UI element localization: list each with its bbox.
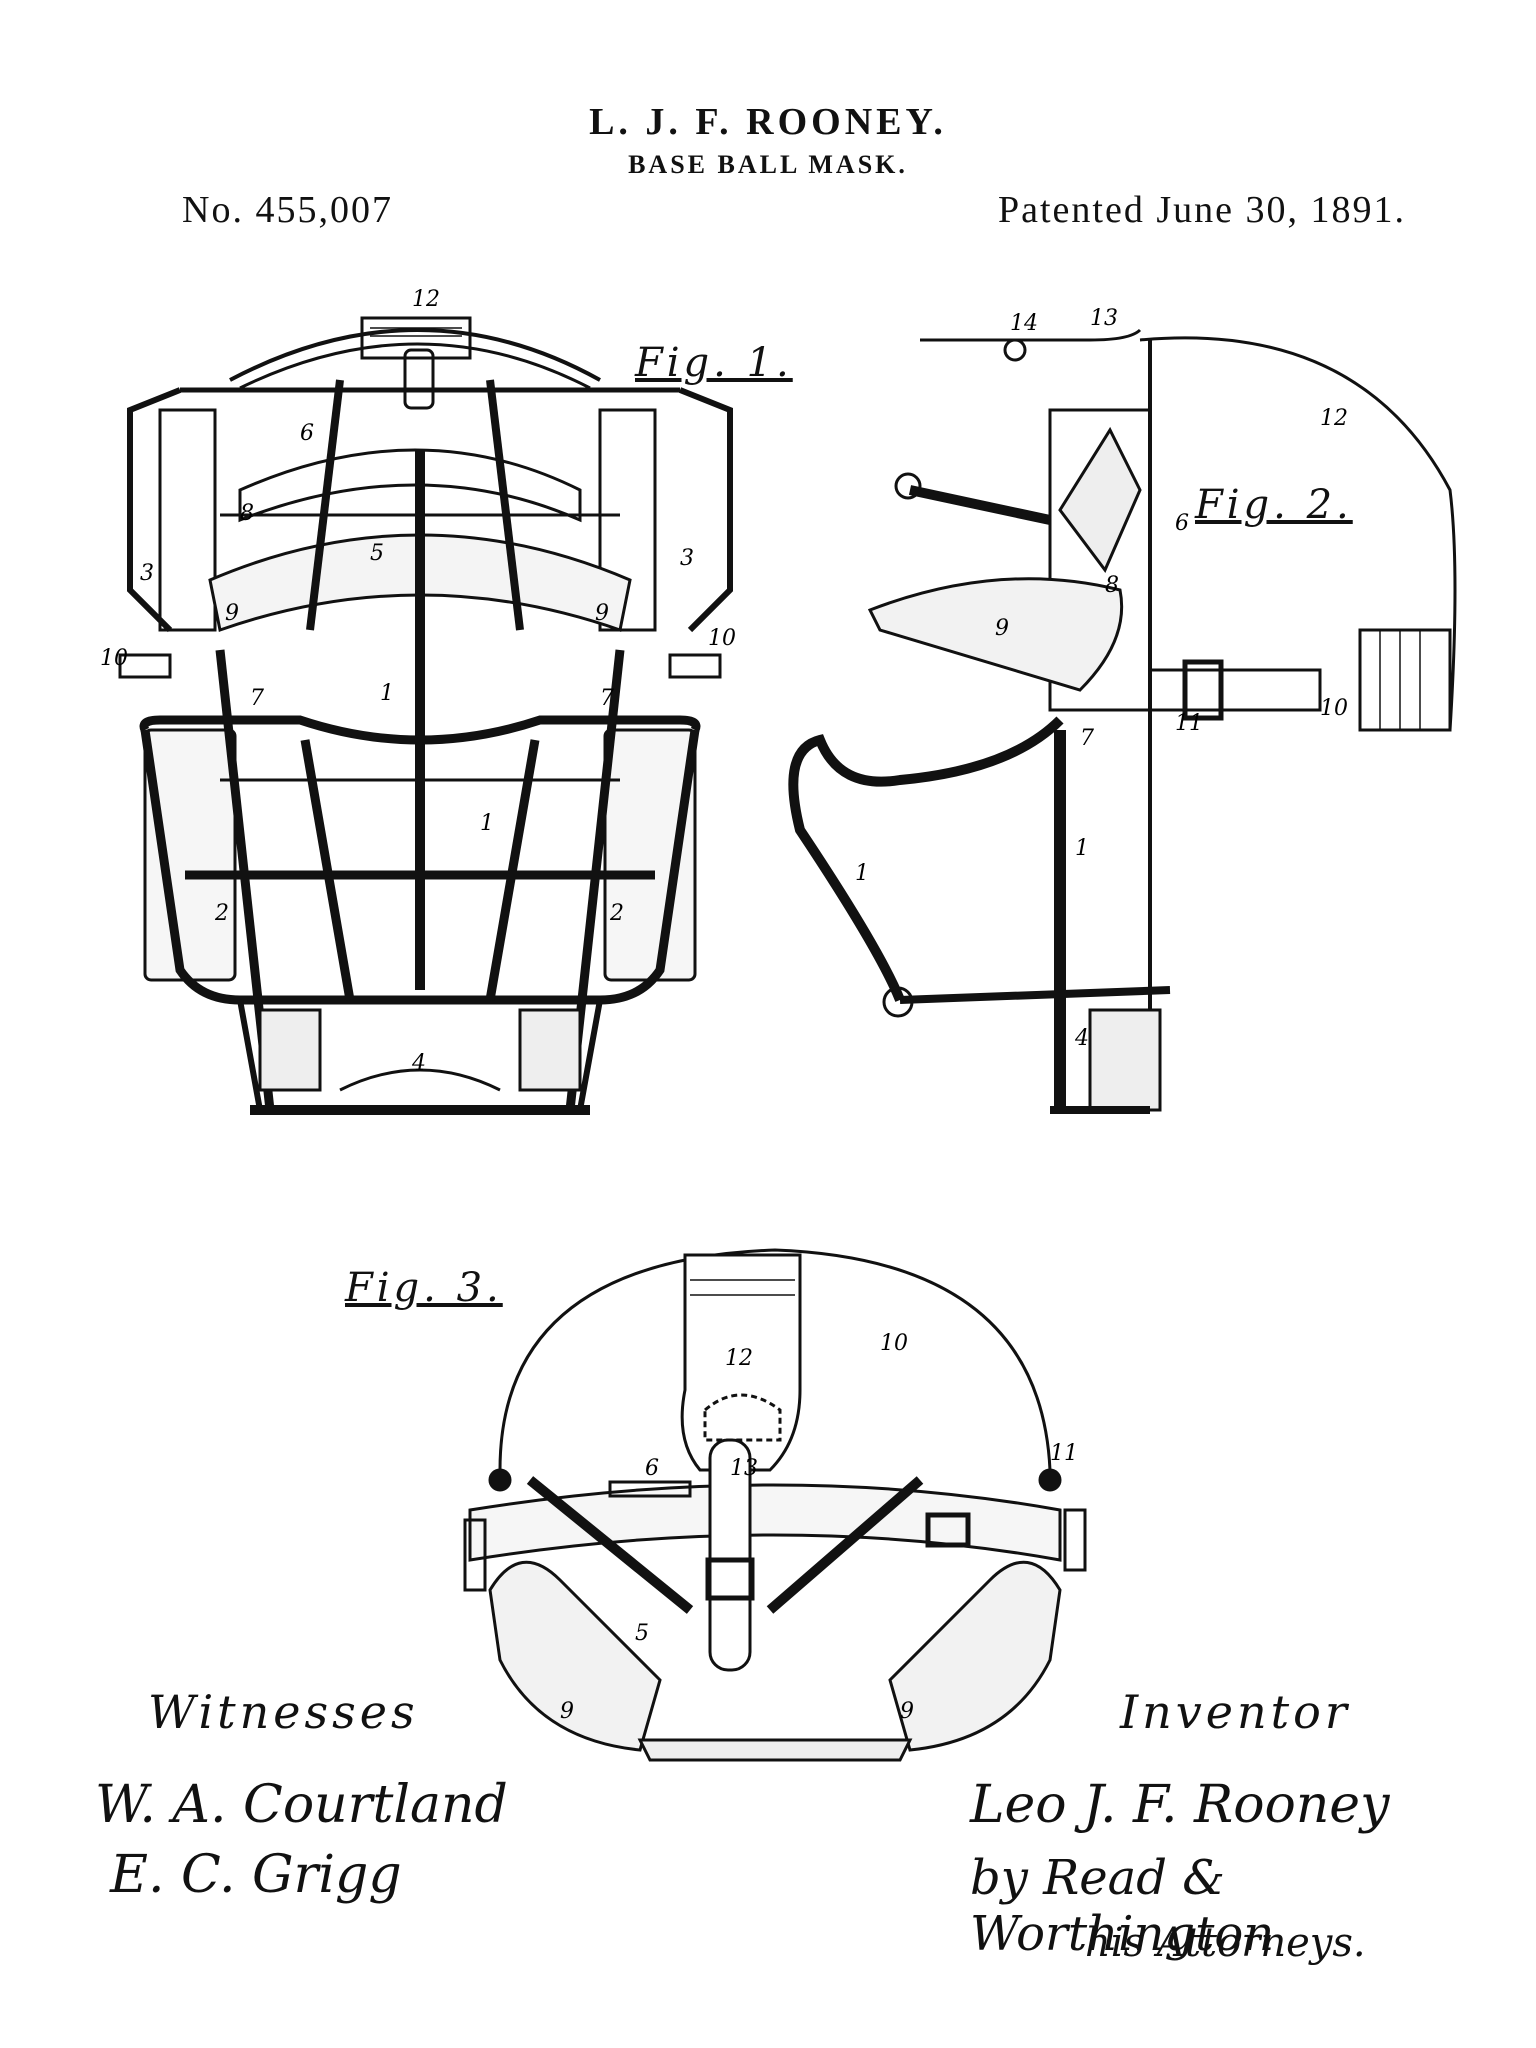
fig1-ref: 1	[480, 811, 494, 836]
fig2-ref: 8	[1105, 573, 1119, 598]
fig1-ref: 9	[595, 601, 609, 626]
fig2-ref: 10	[1320, 696, 1348, 721]
fig1-ref: 1	[380, 681, 394, 706]
fig2-ref: 4	[1074, 1026, 1089, 1051]
fig1-ref: 2	[609, 901, 624, 926]
fig2-ref: 6	[1175, 511, 1189, 536]
fig2-ref: 1	[1075, 836, 1089, 861]
fig3-label: Fig. 3.	[345, 1265, 503, 1311]
fig3-ref: 9	[560, 1699, 574, 1724]
patent-date: Patented June 30, 1891.	[997, 189, 1406, 231]
fig3-ref: 10	[880, 1331, 908, 1356]
fig2-ref: 14	[1010, 311, 1038, 336]
fig1-ref: 10	[708, 626, 736, 651]
fig1-ref: 7	[600, 686, 614, 711]
fig1-ref: 5	[370, 541, 384, 566]
fig1-ref: 8	[240, 501, 254, 526]
fig2-drawing: 14 13 12 6 8 9 10 11 7 1 1 4	[788, 306, 1457, 1114]
fig2-ref: 13	[1090, 306, 1118, 331]
witnesses-heading: Witnesses	[148, 1685, 419, 1739]
fig3-ref: 11	[1050, 1441, 1078, 1466]
fig2-label: Fig. 2.	[1195, 482, 1353, 528]
fig3-drawing: 12 10 6 13 11 5 9 9	[463, 1248, 1087, 1762]
inventor-signature: Leo J. F. Rooney	[970, 1775, 1390, 1835]
fig1-ref: 3	[680, 546, 694, 571]
fig1-ref: 3	[140, 561, 154, 586]
fig1-ref: 12	[412, 287, 440, 312]
witness-signature: W. A. Courtland	[95, 1775, 508, 1835]
attorney-signature: by Read & Worthington	[970, 1850, 1275, 1962]
fig1-ref: 6	[300, 421, 314, 446]
fig1-label: Fig. 1.	[635, 340, 793, 386]
patent-number: No. 455,007	[182, 189, 393, 231]
fig2-ref: 9	[995, 616, 1009, 641]
attorney-note: his Attorneys.	[1085, 1920, 1366, 1966]
fig3-ref: 12	[725, 1346, 753, 1371]
fig1-ref: 2	[214, 901, 229, 926]
fig1-drawing: 12 6 8 3 3 5 9 9 10 10 1 7 7 1 2 2 4	[100, 287, 736, 1115]
fig3-ref: 13	[730, 1456, 758, 1481]
fig1-ref: 9	[225, 601, 239, 626]
fig1-ref: 4	[411, 1051, 426, 1076]
inventor-name-heading: L. J. F. ROONEY.	[589, 101, 947, 143]
fig3-ref: 5	[635, 1621, 649, 1646]
patent-title: BASE BALL MASK.	[628, 150, 908, 179]
fig2-ref: 7	[1080, 726, 1094, 751]
inventor-heading: Inventor	[1120, 1685, 1351, 1739]
fig2-ref: 11	[1175, 711, 1203, 736]
witness-signature: E. C. Grigg	[110, 1845, 402, 1905]
fig3-ref: 9	[900, 1699, 914, 1724]
fig3-ref: 6	[645, 1456, 659, 1481]
fig1-ref: 7	[250, 686, 264, 711]
fig2-ref: 1	[855, 861, 869, 886]
fig2-ref: 12	[1320, 406, 1348, 431]
fig1-ref: 10	[100, 646, 128, 671]
